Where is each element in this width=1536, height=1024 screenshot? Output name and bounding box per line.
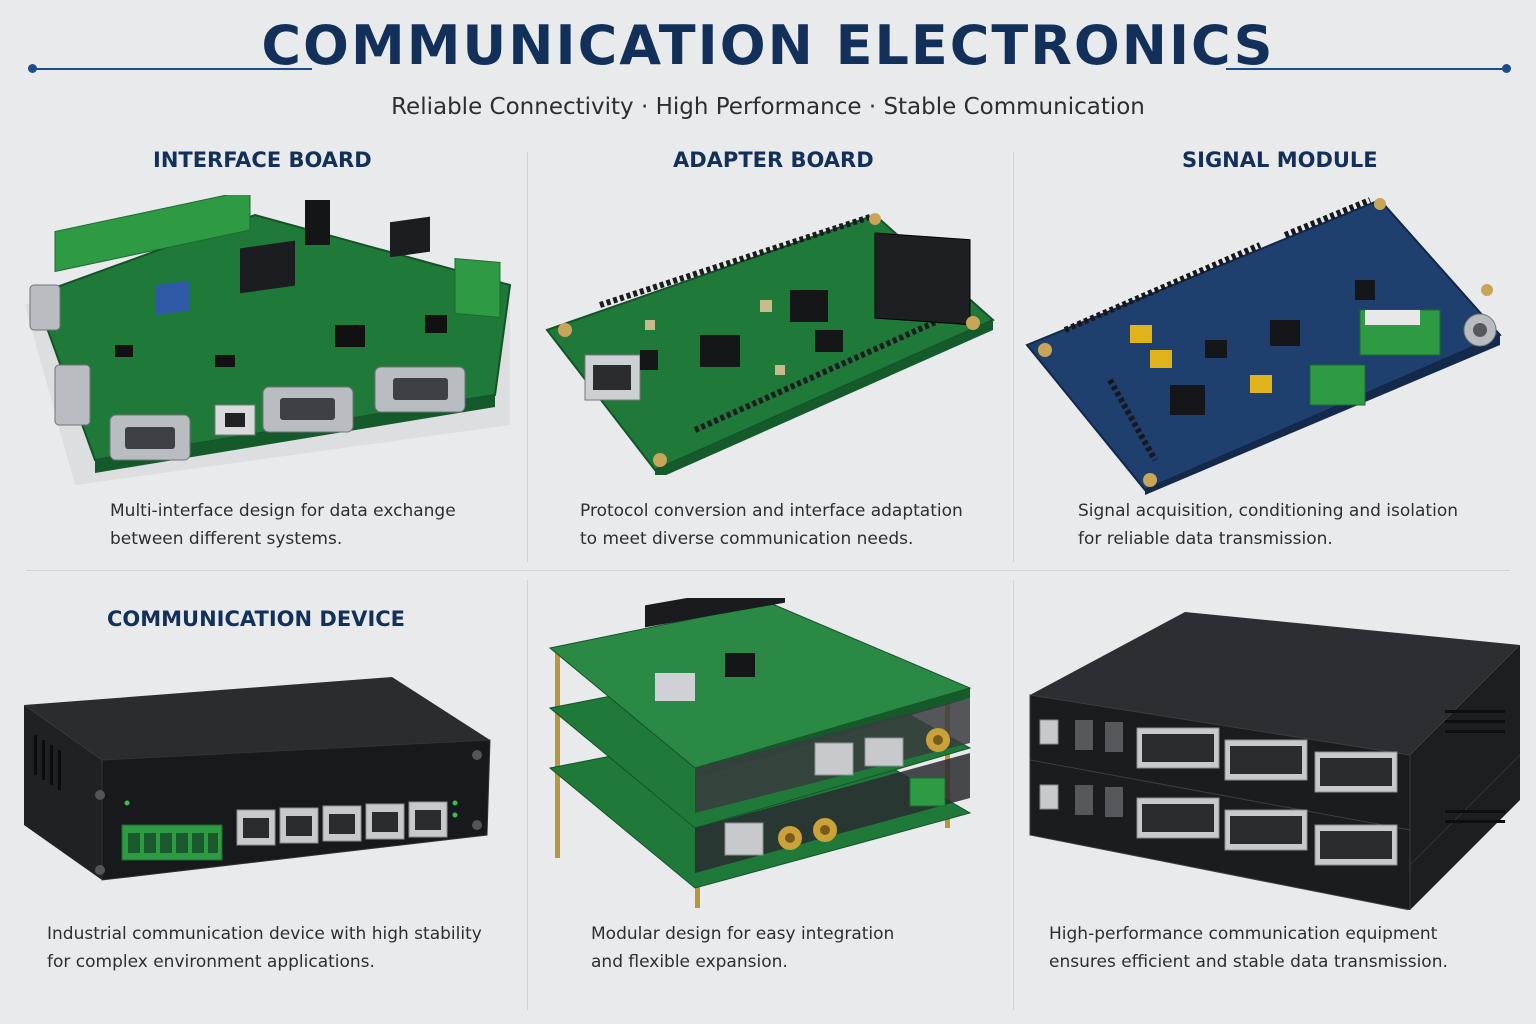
page-subtitle: Reliable Connectivity · High Performance… — [391, 94, 1145, 120]
panel-title: INTERFACE BOARD — [153, 148, 372, 172]
panel-description: Multi-interface design for data exchange… — [110, 497, 456, 553]
divider — [527, 152, 528, 562]
page-title: COMMUNICATION ELECTRONICS — [261, 14, 1275, 77]
divider — [1013, 580, 1014, 1010]
stacked-module-image — [545, 598, 975, 913]
rule-dot-right — [1502, 64, 1511, 73]
title-rule-right — [1226, 68, 1506, 70]
adapter-board-image — [545, 205, 995, 475]
description-line: for reliable data transmission. — [1078, 529, 1333, 549]
title-rule-left — [32, 68, 312, 70]
panel-description: Signal acquisition, conditioning and iso… — [1078, 497, 1458, 553]
description-line: to meet diverse communication needs. — [580, 529, 914, 549]
panel-description: Industrial communication device with hig… — [47, 920, 482, 976]
panel-title: ADAPTER BOARD — [673, 148, 874, 172]
divider — [26, 570, 1510, 571]
header: COMMUNICATION ELECTRONICS Reliable Conne… — [0, 0, 1536, 135]
description-line: between different systems. — [110, 529, 343, 549]
interface-board-image — [15, 195, 515, 485]
panel-description: Protocol conversion and interface adapta… — [580, 497, 963, 553]
description-line: and flexible expansion. — [591, 952, 788, 972]
description-line: Industrial communication device with hig… — [47, 924, 482, 944]
description-line: Protocol conversion and interface adapta… — [580, 501, 963, 521]
description-line: High-performance communication equipment — [1049, 924, 1438, 944]
divider — [527, 580, 528, 1010]
description-line: Modular design for easy integration — [591, 924, 895, 944]
panel-description: Modular design for easy integration and … — [591, 920, 894, 976]
description-line: for complex environment applications. — [47, 952, 375, 972]
description-line: Signal acquisition, conditioning and iso… — [1078, 501, 1458, 521]
panel-title: SIGNAL MODULE — [1182, 148, 1378, 172]
description-line: ensures efficient and stable data transm… — [1049, 952, 1448, 972]
signal-module-image — [1025, 190, 1505, 495]
divider — [1013, 152, 1014, 562]
industrial-switch-image — [22, 675, 492, 890]
description-line: Multi-interface design for data exchange — [110, 501, 456, 521]
panel-description: High-performance communication equipment… — [1049, 920, 1448, 976]
rack-switches-image — [1025, 610, 1525, 910]
panel-title: COMMUNICATION DEVICE — [107, 607, 406, 631]
